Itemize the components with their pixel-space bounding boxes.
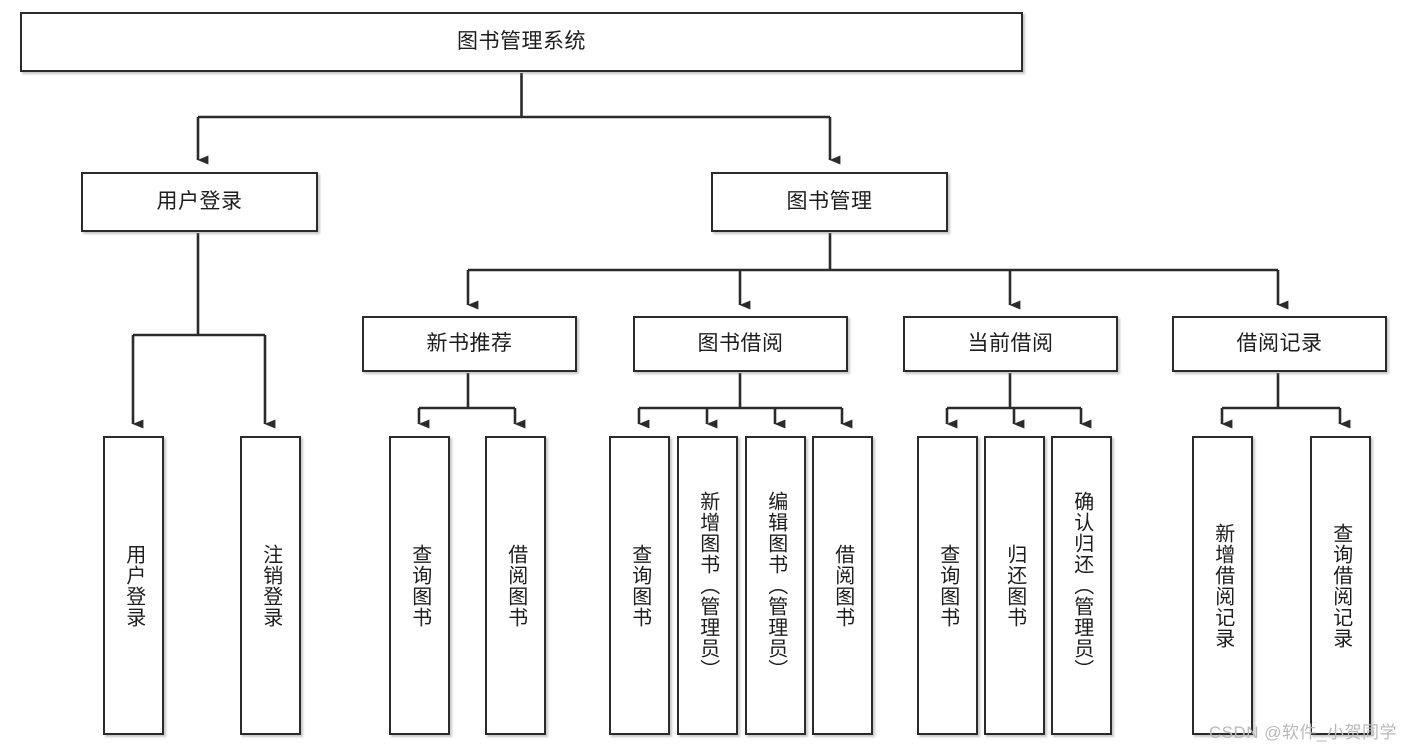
node-label: 借阅图书 bbox=[831, 543, 854, 628]
node-label: 图书管理系统 bbox=[457, 30, 586, 54]
node-label: 借阅图书 bbox=[504, 543, 527, 628]
node-label: 借阅记录 bbox=[1236, 332, 1323, 356]
leaf-borrow-record-query-record[interactable]: 查询借阅记录 bbox=[1310, 436, 1371, 735]
leaf-new-book-borrow-books[interactable]: 借阅图书 bbox=[485, 436, 546, 735]
node-label: 新增图书（管理员） bbox=[696, 491, 719, 680]
leaf-book-borrow-query-books[interactable]: 查询图书 bbox=[609, 436, 670, 735]
node-label: 新增借阅记录 bbox=[1211, 522, 1234, 649]
leaf-book-borrow-edit-book-admin[interactable]: 编辑图书（管理员） bbox=[745, 436, 806, 735]
node-book-borrowing[interactable]: 图书借阅 bbox=[633, 316, 848, 372]
node-label: 归还图书 bbox=[1003, 543, 1026, 628]
node-label: 用户登录 bbox=[156, 190, 243, 214]
leaf-current-borrow-query-books[interactable]: 查询图书 bbox=[917, 436, 978, 735]
node-label: 编辑图书（管理员） bbox=[764, 491, 787, 680]
node-label: 查询图书 bbox=[628, 543, 651, 628]
leaf-user-login-login[interactable]: 用户登录 bbox=[103, 436, 164, 735]
node-label: 注销登录 bbox=[259, 543, 282, 628]
node-borrow-records[interactable]: 借阅记录 bbox=[1172, 316, 1387, 372]
node-label: 图书管理 bbox=[786, 190, 873, 214]
node-new-book-recommendation[interactable]: 新书推荐 bbox=[362, 316, 577, 372]
node-label: 用户登录 bbox=[122, 543, 145, 628]
leaf-current-borrow-confirm-return-admin[interactable]: 确认归还（管理员） bbox=[1051, 436, 1112, 735]
node-label: 新书推荐 bbox=[426, 332, 513, 356]
leaf-book-borrow-add-book-admin[interactable]: 新增图书（管理员） bbox=[677, 436, 738, 735]
node-book-management[interactable]: 图书管理 bbox=[711, 172, 948, 232]
node-label: 图书借阅 bbox=[697, 332, 784, 356]
node-label: 查询图书 bbox=[408, 543, 431, 628]
node-user-login[interactable]: 用户登录 bbox=[81, 172, 318, 232]
leaf-user-login-logout[interactable]: 注销登录 bbox=[240, 436, 301, 735]
node-label: 当前借阅 bbox=[967, 332, 1054, 356]
leaf-new-book-query-books[interactable]: 查询图书 bbox=[389, 436, 450, 735]
node-current-borrowing[interactable]: 当前借阅 bbox=[903, 316, 1118, 372]
node-label: 查询图书 bbox=[936, 543, 959, 628]
node-label: 查询借阅记录 bbox=[1329, 522, 1352, 649]
leaf-current-borrow-return-books[interactable]: 归还图书 bbox=[984, 436, 1045, 735]
node-label: 确认归还（管理员） bbox=[1070, 491, 1093, 680]
leaf-book-borrow-borrow-books[interactable]: 借阅图书 bbox=[812, 436, 873, 735]
node-root-book-management-system[interactable]: 图书管理系统 bbox=[20, 12, 1023, 72]
leaf-borrow-record-add-record[interactable]: 新增借阅记录 bbox=[1192, 436, 1253, 735]
